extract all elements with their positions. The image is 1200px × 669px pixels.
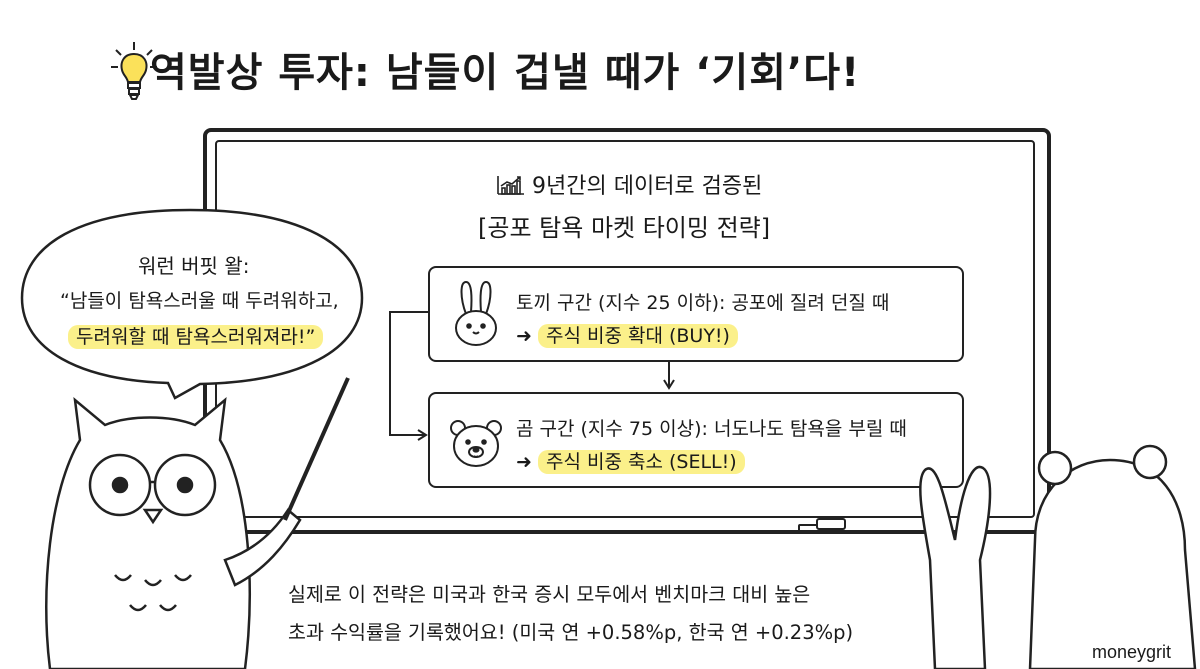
quote-line1: “남들이 탐욕스러울 때 두려워하고, xyxy=(60,290,339,312)
bear-silhouette xyxy=(1028,444,1197,669)
rabbit-zone-action: 주식 비중 확대 (BUY!) xyxy=(537,324,738,348)
rabbit-silhouette xyxy=(919,465,992,669)
bear-zone-action-row: ➜ 주식 비중 축소 (SELL!) xyxy=(516,447,745,474)
bear-zone-action: 주식 비중 축소 (SELL!) xyxy=(537,450,745,474)
rabbit-icon xyxy=(455,280,497,346)
lightbulb-icon xyxy=(111,42,157,100)
bear-zone-card: 곰 구간 (지수 75 이상): 너도나도 탐욕을 부릴 때 ➜ 주식 비중 축… xyxy=(428,392,964,488)
bear-zone-condition: 곰 구간 (지수 75 이상): 너도나도 탐욕을 부릴 때 xyxy=(516,418,907,440)
eraser xyxy=(816,518,846,530)
page-title: 역발상 투자: 남들이 겁낼 때가 ‘기회’다! xyxy=(150,50,861,96)
quote-line2: 두려워할 때 탐욕스러워져라!” xyxy=(68,322,324,349)
owl-illustration xyxy=(45,377,350,669)
rabbit-zone-card: 토끼 구간 (지수 25 이하): 공포에 질려 던질 때 ➜ 주식 비중 확대… xyxy=(428,266,964,362)
bear-icon xyxy=(450,420,502,467)
footer-line2: 초과 수익률을 기록했어요! (미국 연 +0.58%p, 한국 연 +0.23… xyxy=(288,621,854,644)
board-subtitle-line1: 9년간의 데이터로 검증된 xyxy=(496,168,762,200)
speech-bubble xyxy=(20,208,364,400)
rabbit-zone-action-row: ➜ 주식 비중 확대 (BUY!) xyxy=(516,321,738,348)
footer-line1: 실제로 이 전략은 미국과 한국 증시 모두에서 벤치마크 대비 높은 xyxy=(288,583,811,606)
flow-arrows xyxy=(389,311,675,441)
brand-watermark: moneygrit xyxy=(1086,642,1178,663)
quote-line2-highlight: 두려워할 때 탐욕스러워져라!” xyxy=(68,325,324,349)
chart-icon xyxy=(497,176,524,195)
board-subtitle-text: 9년간의 데이터로 검증된 xyxy=(532,174,763,199)
board-subtitle-line2: [공포 탐욕 마켓 타이밍 전략] xyxy=(478,214,771,242)
pointer-stick xyxy=(283,377,350,521)
rabbit-zone-condition: 토끼 구간 (지수 25 이하): 공포에 질려 던질 때 xyxy=(516,292,890,314)
arrow-right-icon: ➜ xyxy=(516,325,532,347)
quote-speaker: 워런 버핏 왈: xyxy=(138,254,250,278)
arrow-right-icon: ➜ xyxy=(516,451,532,473)
